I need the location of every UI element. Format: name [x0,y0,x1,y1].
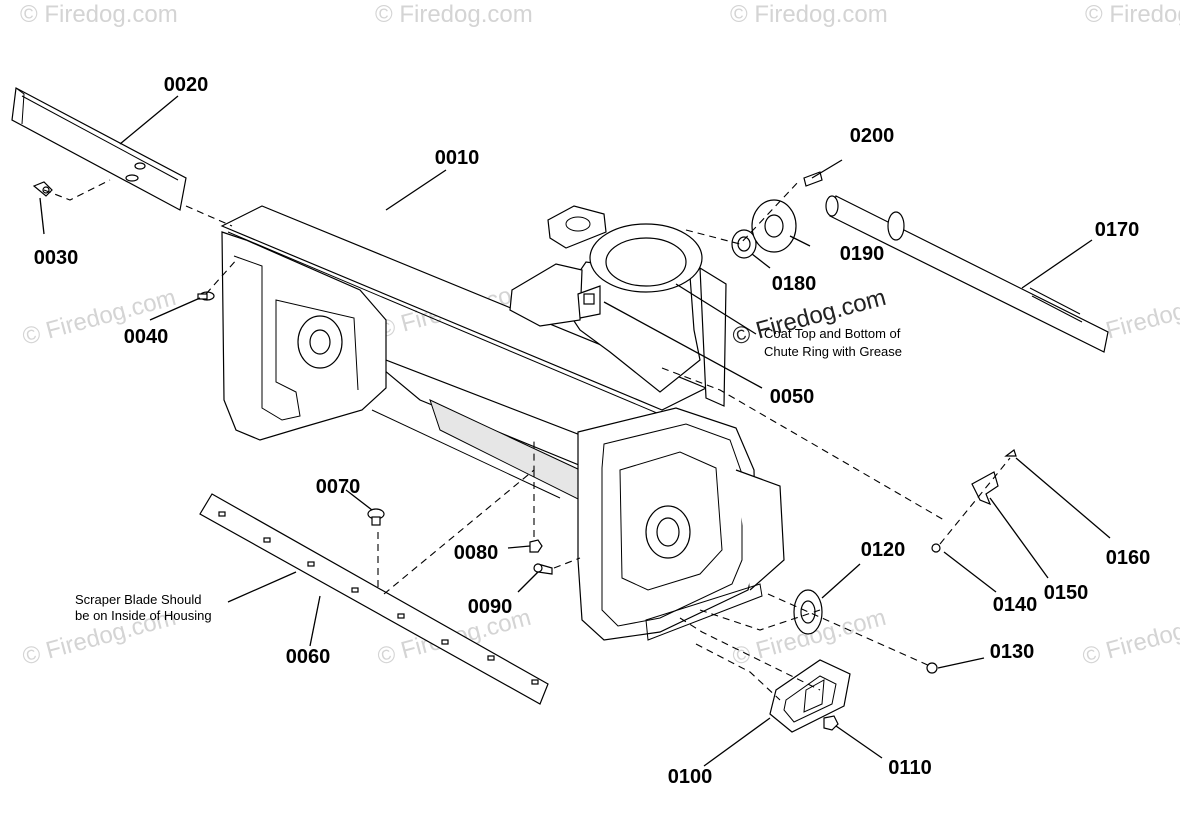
callout-0070: 0070 [316,476,361,498]
callout-0190: 0190 [840,243,885,265]
part-0180-drawing [731,229,757,259]
callout-0180: 0180 [772,273,817,295]
part-0100-drawing [769,659,851,733]
part-0010-drawing [220,205,785,641]
part-0130-drawing [926,662,938,674]
notes: Coat Top and Bottom of Chute Ring with G… [75,326,902,623]
callout-0200: 0200 [850,125,895,147]
part-0190-drawing [751,199,797,253]
part-0160-drawing [1004,449,1017,457]
note-chute-line2: Chute Ring with Grease [764,344,902,359]
part-0200-drawing [803,171,823,187]
part-0090-drawing [533,563,553,575]
callout-0160: 0160 [1106,547,1151,569]
watermark: © Firedog.com [20,1,178,28]
callout-0140: 0140 [993,594,1038,616]
part-0120-drawing [793,589,823,635]
callout-0040: 0040 [124,326,169,348]
callout-0110: 0110 [888,757,931,779]
callout-0090: 0090 [468,596,513,618]
part-0030-drawing [32,181,53,197]
callout-0010: 0010 [435,147,480,169]
note-scraper-line2: be on Inside of Housing [75,608,212,623]
part-0020-drawing [11,87,187,211]
callout-0130: 0130 [990,641,1035,663]
callout-0100: 0100 [668,766,713,788]
note-chute-line1: Coat Top and Bottom of [764,326,901,341]
callout-0170: 0170 [1095,219,1140,241]
watermark: © Firedog.com [730,1,888,28]
watermark: © Firedog.com [1085,1,1180,28]
part-0040-drawing [197,291,215,301]
part-0170-drawing [825,195,1109,353]
watermark: © Firedog.com [375,1,533,28]
note-scraper-line1: Scraper Blade Should [75,592,201,607]
callout-0060: 0060 [286,646,331,668]
callout-0120: 0120 [861,539,906,561]
part-0060-drawing [199,493,549,705]
leader-lines [39,95,1111,767]
callout-0080: 0080 [454,542,499,564]
watermark: © Firedog.com [1080,604,1180,671]
part-0080-drawing [529,539,543,553]
part-0070-drawing [367,508,385,526]
callout-0030: 0030 [34,247,79,269]
callout-labels: 0020 0010 0030 0040 0050 0060 0070 0080 … [34,74,1151,788]
part-0110-drawing [823,715,839,731]
callout-0020: 0020 [164,74,209,96]
callout-0050: 0050 [770,386,815,408]
part-0140-drawing [931,543,941,553]
assembly-lines [43,179,1011,701]
callout-0150: 0150 [1044,582,1089,604]
